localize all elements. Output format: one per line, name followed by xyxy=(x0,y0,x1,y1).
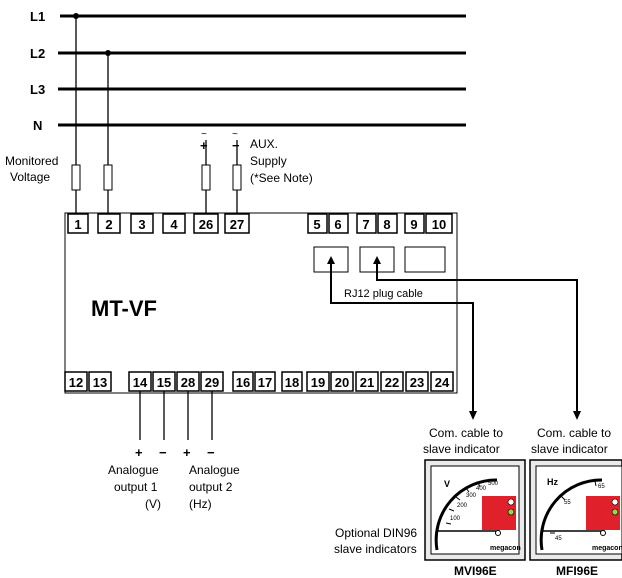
monitored-voltage-label-2: Voltage xyxy=(10,170,50,184)
top-terminal-row: 1 2 3 4 26 27 xyxy=(67,213,250,234)
terminal-15: 15 xyxy=(157,375,171,390)
meter2-scale-65: 65 xyxy=(598,484,605,490)
terminal-14: 14 xyxy=(133,375,148,390)
terminal-4: 4 xyxy=(170,217,178,232)
line-label-l1: L1 xyxy=(30,9,45,24)
meter2-scale-55: 55 xyxy=(564,500,571,506)
terminal-6: 6 xyxy=(334,217,341,232)
device-name: MT-VF xyxy=(91,296,157,321)
meter2-brand: megacon xyxy=(592,545,622,552)
terminal-22: 22 xyxy=(385,375,399,390)
terminal-21: 21 xyxy=(360,375,374,390)
terminal-24: 24 xyxy=(435,375,450,390)
rj12-ports xyxy=(313,246,446,273)
aux-supply: ~ ~ + − AUX. Supply (*See Note) xyxy=(200,129,313,213)
terminal-16: 16 xyxy=(236,375,250,390)
analogue-output-wires xyxy=(139,391,213,440)
terminal-19: 19 xyxy=(311,375,325,390)
analogue-output-2-label-2: output 2 xyxy=(189,480,233,494)
terminal-1: 1 xyxy=(74,217,81,232)
svg-text:~: ~ xyxy=(201,129,207,140)
supply-lines: L1 L2 L3 N xyxy=(30,9,466,133)
terminal-28: 28 xyxy=(181,375,195,390)
analogue-output-2-label-1: Analogue xyxy=(189,463,240,477)
terminal-18: 18 xyxy=(285,375,299,390)
voltage-taps: Monitored Voltage xyxy=(5,13,113,213)
meter2-scale-45: 45 xyxy=(555,536,562,542)
meter1-scale-500: 500 xyxy=(488,481,499,487)
terminal-27: 27 xyxy=(230,217,244,232)
com-cables xyxy=(330,264,578,412)
fuse-27 xyxy=(232,164,242,191)
analogue-output-2-label-3: (Hz) xyxy=(189,497,212,511)
meter-mfi96e: Hz 45 55 65 megacon xyxy=(529,459,622,561)
comm-terminal-row: 5 6 7 8 9 10 xyxy=(307,213,453,234)
terminal-26: 26 xyxy=(199,217,213,232)
terminal-17: 17 xyxy=(258,375,272,390)
meter1-unit: V xyxy=(444,479,450,489)
meter1-scale-200: 200 xyxy=(457,503,468,509)
meter1-scale-300: 300 xyxy=(466,493,477,499)
terminal-13: 13 xyxy=(93,375,107,390)
fuse-1 xyxy=(71,164,81,191)
terminal-12: 12 xyxy=(69,375,83,390)
fuse-2 xyxy=(103,164,113,191)
line-label-l3: L3 xyxy=(30,82,45,97)
terminal-20: 20 xyxy=(335,375,349,390)
meter2-model: MFI96E xyxy=(556,564,598,578)
meter-mvi96e: V 100 200 300 400 500 megacon xyxy=(424,459,526,561)
monitored-voltage-label-1: Monitored xyxy=(5,154,58,168)
terminal-23: 23 xyxy=(410,375,424,390)
rj12-port-3 xyxy=(404,246,446,273)
svg-text:~: ~ xyxy=(232,129,238,140)
meter1-brand: megacon xyxy=(490,545,521,552)
terminal-7: 7 xyxy=(362,217,369,232)
terminal-29: 29 xyxy=(205,375,219,390)
terminal-2: 2 xyxy=(105,217,112,232)
line-label-n: N xyxy=(33,118,42,133)
output2-plus: + xyxy=(183,445,191,460)
terminal-5: 5 xyxy=(313,217,320,232)
com-cable-label-1a: Com. cable to xyxy=(429,426,503,440)
line-label-l2: L2 xyxy=(30,46,45,61)
meter1-scale-400: 400 xyxy=(476,486,487,492)
terminal-8: 8 xyxy=(383,217,390,232)
meter2-unit: Hz xyxy=(547,477,558,487)
aux-label-3: (*See Note) xyxy=(250,171,313,185)
fuse-26 xyxy=(201,164,211,191)
terminal-10: 10 xyxy=(432,217,446,232)
aux-label-2: Supply xyxy=(250,154,287,168)
com-cable-label-1b: slave indicator xyxy=(423,442,500,456)
optional-din-label-2: slave indicators xyxy=(334,542,417,556)
meter1-model: MVI96E xyxy=(454,564,497,578)
aux-label-1: AUX. xyxy=(250,137,278,151)
com-cable-label-2a: Com. cable to xyxy=(537,426,611,440)
meter1-scale-100: 100 xyxy=(450,516,461,522)
analogue-output-1-label-3: (V) xyxy=(145,497,161,511)
output1-minus: − xyxy=(159,445,167,460)
com-cable-label-2b: slave indicator xyxy=(531,442,608,456)
terminal-9: 9 xyxy=(410,217,417,232)
aux-plus-sign: + xyxy=(200,138,208,153)
aux-minus-sign: − xyxy=(232,138,240,153)
optional-din-label-1: Optional DIN96 xyxy=(335,526,417,540)
terminal-3: 3 xyxy=(138,217,145,232)
analogue-output-1-label-2: output 1 xyxy=(114,480,158,494)
output1-plus: + xyxy=(135,445,143,460)
rj12-label: RJ12 plug cable xyxy=(344,288,423,300)
output2-minus: − xyxy=(207,445,215,460)
analogue-output-1-label-1: Analogue xyxy=(108,463,159,477)
bottom-terminal-row: 12 13 14 15 28 29 16 17 18 19 20 21 22 2… xyxy=(64,371,454,392)
